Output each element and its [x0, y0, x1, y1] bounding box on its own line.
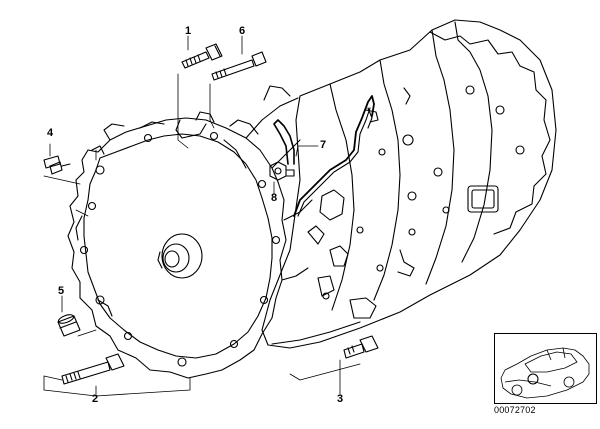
vent-line-part-7 — [273, 95, 379, 217]
bolt-part-1 — [181, 43, 223, 69]
bolt-part-6 — [211, 51, 267, 81]
bolt-part-4 — [43, 155, 71, 175]
callout-8: 8 — [271, 192, 278, 204]
callout-7: 7 — [320, 139, 327, 151]
callout-5: 5 — [58, 285, 65, 297]
vehicle-location-thumbnail — [494, 333, 597, 404]
car-outline-icon — [500, 347, 590, 399]
housing-transition — [245, 97, 313, 281]
callout-1: 1 — [185, 25, 192, 37]
bolt-part-3 — [343, 335, 379, 359]
bolt-part-2 — [61, 353, 125, 385]
catalog-number: 00072702 — [494, 405, 536, 415]
callout-2: 2 — [92, 393, 99, 405]
transmission-rear-housing — [261, 19, 557, 349]
fitting-part-8 — [269, 161, 295, 181]
leader-lines — [43, 35, 361, 397]
sleeve-part-5 — [57, 314, 81, 337]
callout-6: 6 — [239, 25, 246, 37]
bell-housing — [67, 111, 287, 379]
callout-3: 3 — [337, 393, 344, 405]
callout-4: 4 — [47, 127, 54, 139]
